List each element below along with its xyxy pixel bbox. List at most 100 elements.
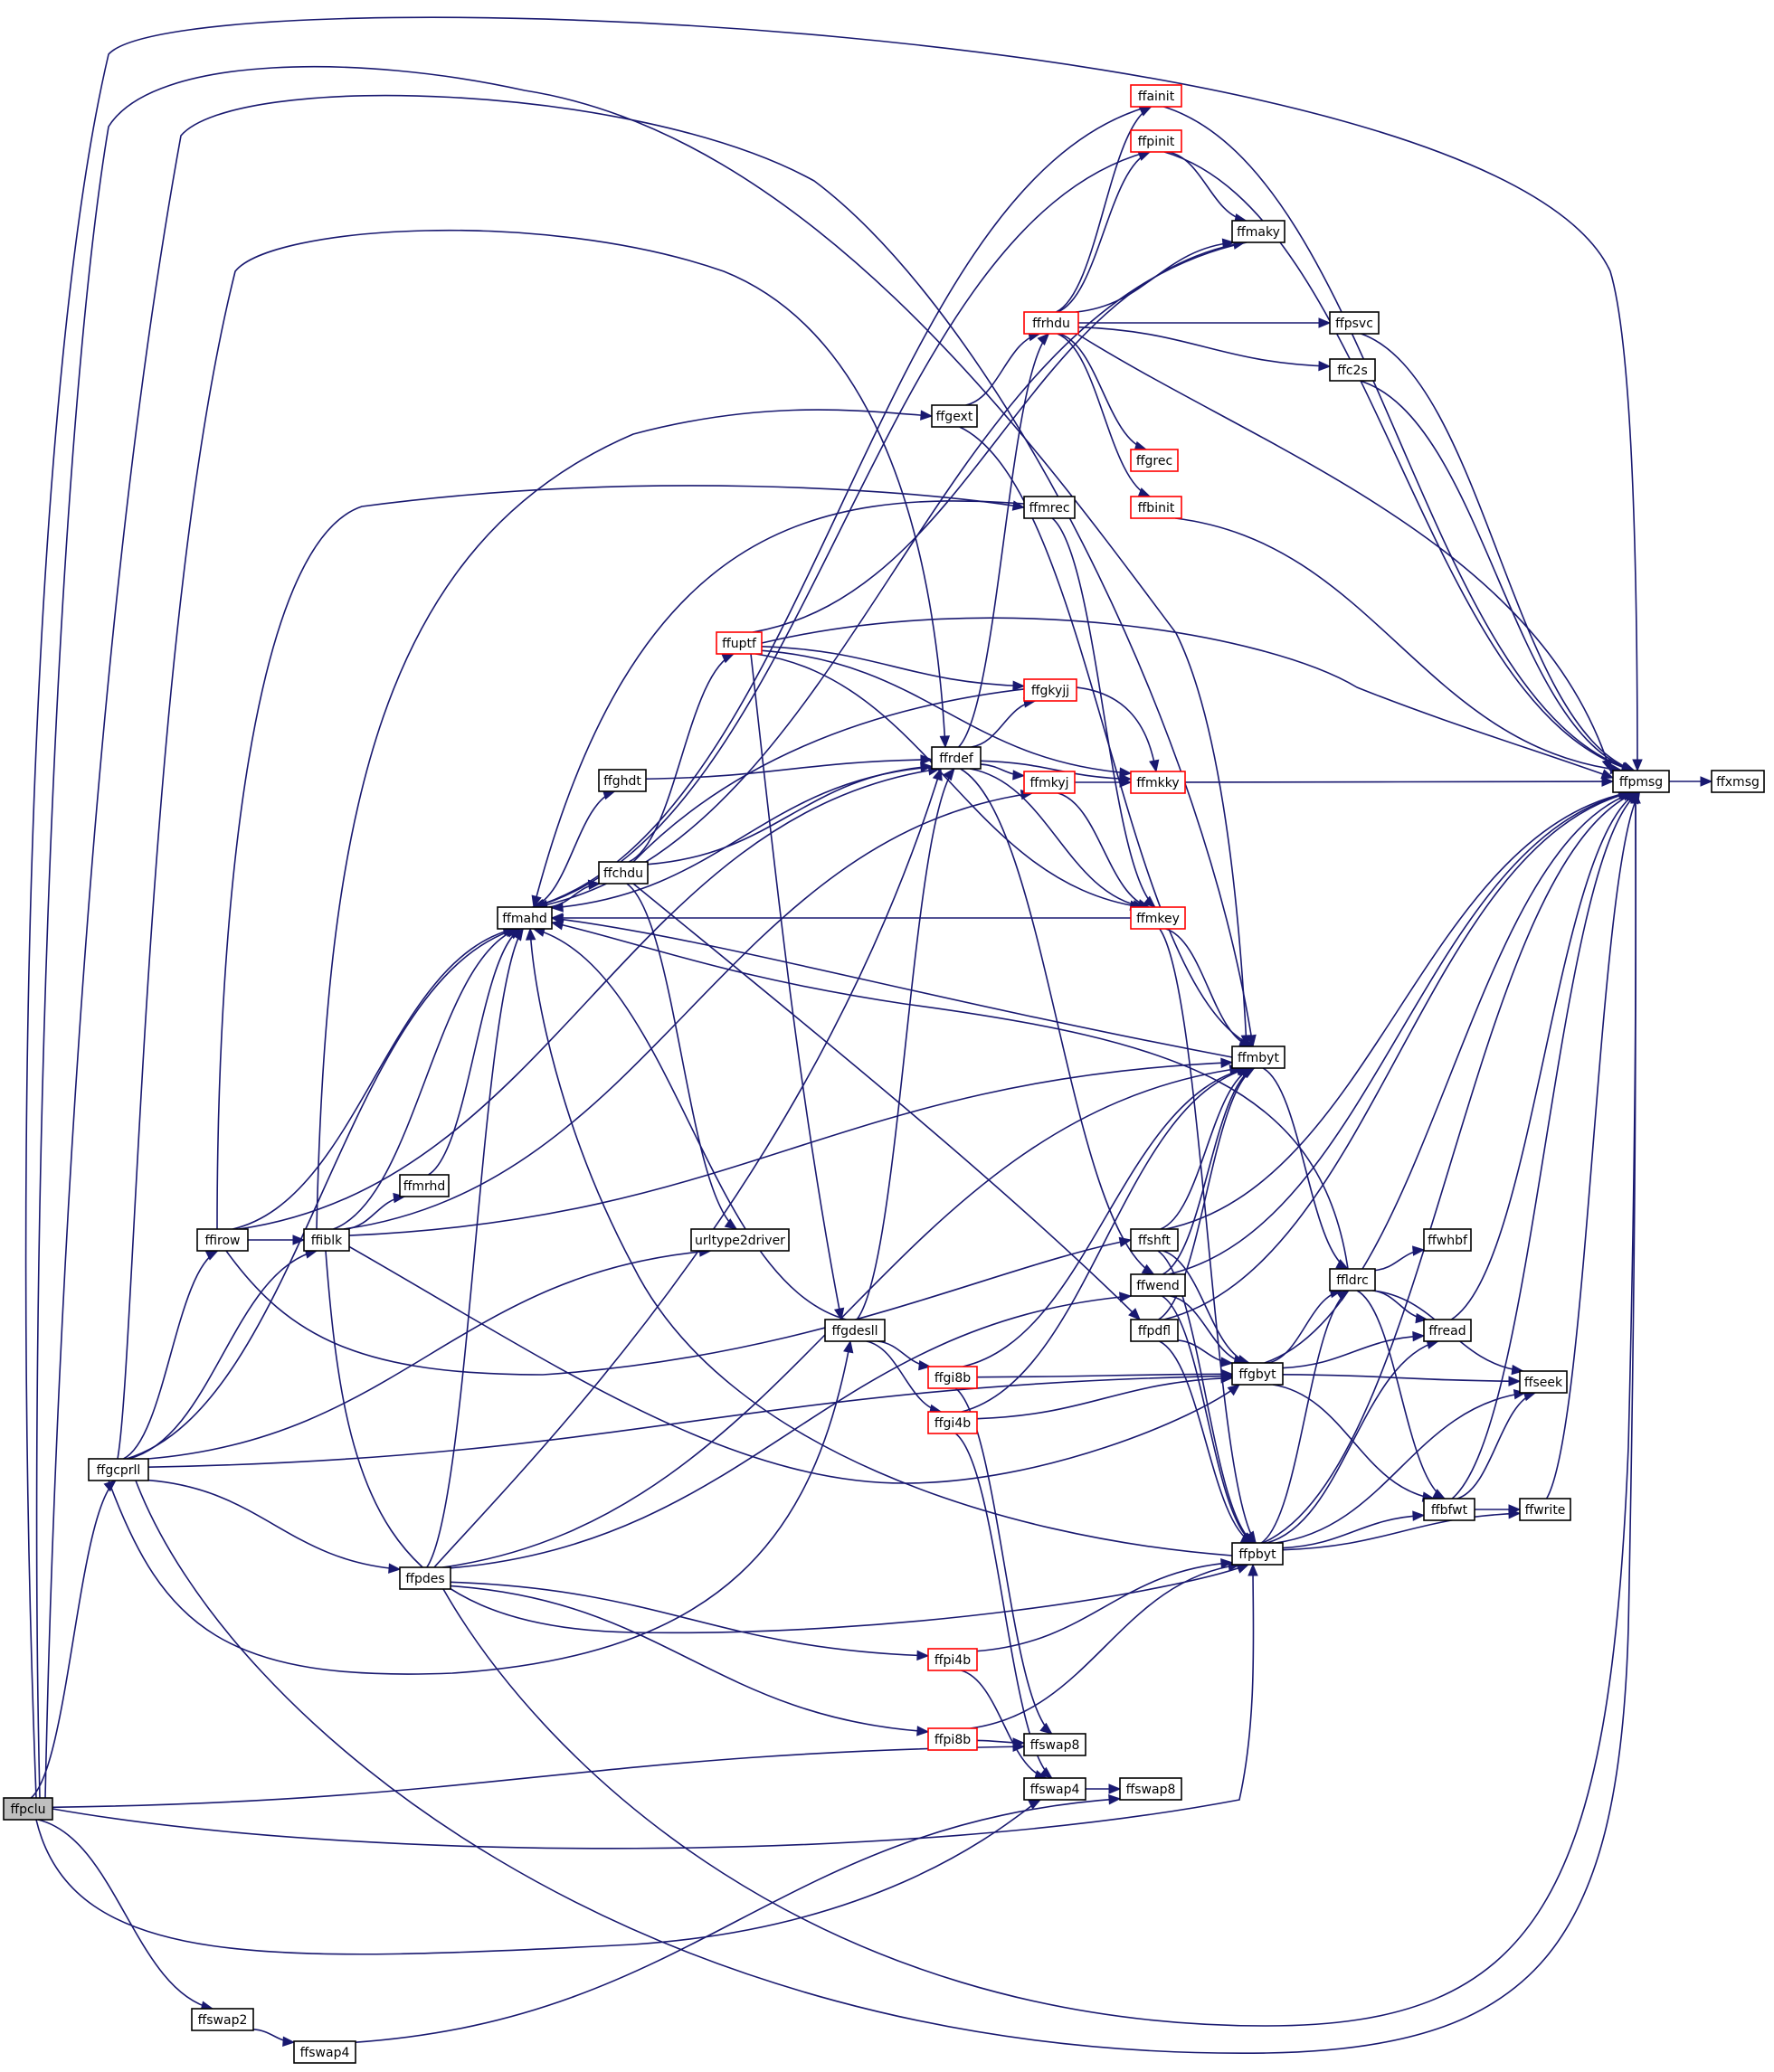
node-box — [3, 1797, 53, 1821]
node-ffgi4b[interactable]: ffgi4b — [927, 1411, 978, 1434]
edge-line — [355, 1798, 1121, 2043]
node-ffgext[interactable]: ffgext — [931, 404, 978, 428]
node-ffmaky[interactable]: ffmaky — [1231, 220, 1285, 243]
edge-arrowhead — [724, 1218, 738, 1230]
node-label: ffxmsg — [1716, 775, 1760, 790]
edge-ffpdes-to-ffmahd — [426, 927, 524, 1568]
node-ffgcprll[interactable]: ffgcprll — [88, 1458, 149, 1481]
node-box — [1023, 311, 1079, 335]
node-ffrhdu[interactable]: ffrhdu — [1023, 311, 1079, 335]
node-ffmrec[interactable]: ffmrec — [1023, 496, 1076, 519]
edge-line — [117, 229, 946, 1460]
node-ffmkyj[interactable]: ffmkyj — [1023, 771, 1076, 794]
node-ffwend[interactable]: ffwend — [1130, 1273, 1186, 1297]
edge-ffgi4b-to-ffgbyt — [976, 1373, 1234, 1420]
node-label: ffmkey — [1136, 912, 1180, 926]
node-box — [1130, 84, 1182, 108]
node-ffpinit[interactable]: ffpinit — [1130, 129, 1182, 153]
edge-line — [1056, 106, 1152, 313]
node-label: ffpi4b — [934, 1653, 971, 1668]
edge-ffrdef-to-ffmkyj — [980, 763, 1026, 781]
edge-line — [1356, 1290, 1446, 1500]
node-box — [1023, 771, 1076, 794]
node-label: ffwrite — [1525, 1503, 1566, 1518]
edge-ffgcprll-to-ffmahd — [126, 927, 518, 1460]
node-ffpbyt[interactable]: ffpbyt — [1231, 1542, 1284, 1566]
edge-line — [1282, 1512, 1521, 1551]
edge-arrowhead — [920, 410, 934, 421]
node-ffmrhd[interactable]: ffmrhd — [399, 1174, 450, 1197]
edge-line — [1057, 333, 1151, 497]
edge-ffswap4_b-to-ffswap8_b — [1086, 1783, 1122, 1794]
edge-line — [969, 768, 1145, 908]
node-ffmbyt[interactable]: ffmbyt — [1231, 1045, 1285, 1069]
edge-line — [980, 760, 1132, 781]
edge-ffmrhd-to-ffmahd — [428, 928, 522, 1176]
node-ffpclu[interactable]: ffpclu — [3, 1797, 53, 1821]
node-ffirow[interactable]: ffirow — [196, 1228, 249, 1252]
edge-line — [1160, 1067, 1253, 1230]
node-urltype2driver[interactable]: urltype2driver — [690, 1228, 790, 1252]
node-ffiblk[interactable]: ffiblk — [303, 1228, 350, 1252]
node-ffpi4b[interactable]: ffpi4b — [927, 1648, 978, 1671]
node-ffgkyjj[interactable]: ffgkyjj — [1023, 678, 1077, 702]
node-ffswap4-a[interactable]: ffswap4 — [293, 2040, 356, 2064]
node-ffpdfl[interactable]: ffpdfl — [1130, 1319, 1179, 1342]
node-ffshft[interactable]: ffshft — [1130, 1228, 1179, 1252]
node-ffswap8-a[interactable]: ffswap8 — [1023, 1733, 1086, 1756]
node-ffgi8b[interactable]: ffgi8b — [927, 1366, 978, 1389]
node-ffldrc[interactable]: ffldrc — [1329, 1268, 1376, 1291]
node-ffpdes[interactable]: ffpdes — [399, 1566, 451, 1590]
node-ffseek[interactable]: ffseek — [1519, 1370, 1568, 1394]
node-ffmkey[interactable]: ffmkey — [1130, 906, 1186, 930]
node-ffread[interactable]: ffread — [1423, 1319, 1472, 1342]
node-ffpi8b[interactable]: ffpi8b — [927, 1727, 978, 1751]
edge-line — [450, 1585, 929, 1733]
edge-ffmaky-to-ffmahd — [535, 241, 1247, 911]
node-ffwrite[interactable]: ffwrite — [1519, 1498, 1571, 1521]
edge-ffrhdu-to-ffbinit — [1057, 333, 1152, 497]
edge-line — [1262, 1067, 1349, 1270]
edge-line — [1077, 334, 1611, 771]
node-ffswap4-b[interactable]: ffswap4 — [1023, 1777, 1086, 1801]
node-box — [931, 404, 978, 428]
edge-arrowhead — [918, 1359, 932, 1371]
node-ffuptf[interactable]: ffuptf — [716, 631, 763, 655]
edge-arrowhead — [1601, 776, 1615, 787]
node-ffpsvc[interactable]: ffpsvc — [1329, 311, 1380, 335]
edge-line — [232, 928, 515, 1230]
node-ffswap8-b[interactable]: ffswap8 — [1119, 1777, 1182, 1801]
node-ffmahd[interactable]: ffmahd — [497, 906, 553, 930]
edge-line — [1264, 791, 1635, 1364]
edge-ffgcprll-to-ffpdes — [147, 1479, 402, 1574]
node-ffgbyt[interactable]: ffgbyt — [1231, 1362, 1284, 1386]
edge-line — [965, 333, 1040, 406]
node-label: urltype2driver — [695, 1234, 785, 1248]
node-ffswap2[interactable]: ffswap2 — [191, 2008, 254, 2031]
node-ffpmsg[interactable]: ffpmsg — [1612, 770, 1670, 793]
node-ffchdu[interactable]: ffchdu — [598, 861, 649, 885]
edge-line — [551, 922, 1349, 1270]
edge-ffmkyj-to-ffmkky — [1074, 777, 1133, 788]
edge-line — [147, 1250, 711, 1460]
node-ffainit[interactable]: ffainit — [1130, 84, 1182, 108]
node-ffxmsg[interactable]: ffxmsg — [1711, 770, 1765, 793]
edge-ffbfwt-to-ffseek — [1456, 1391, 1537, 1500]
node-ffgdesll[interactable]: ffgdesll — [824, 1319, 886, 1342]
edge-arrowhead — [1227, 1384, 1241, 1396]
node-ffmkky[interactable]: ffmkky — [1130, 771, 1186, 794]
node-ffwhbf[interactable]: ffwhbf — [1423, 1228, 1472, 1252]
node-ffbfwt[interactable]: ffbfwt — [1423, 1498, 1475, 1521]
edge-ffainit-to-ffpmsg — [1163, 106, 1635, 772]
node-ffgrec[interactable]: ffgrec — [1130, 449, 1179, 472]
node-ffbinit[interactable]: ffbinit — [1130, 496, 1182, 519]
node-ffghdt[interactable]: ffghdt — [598, 769, 647, 792]
edge-arrowhead — [1108, 1793, 1122, 1805]
edge-line — [1058, 333, 1147, 450]
edge-line — [442, 791, 1636, 2027]
node-ffrdef[interactable]: ffrdef — [931, 746, 982, 770]
node-label: ffirow — [205, 1234, 241, 1248]
node-ffc2s[interactable]: ffc2s — [1329, 358, 1376, 382]
edge-arrowhead — [939, 735, 951, 749]
edge-ffldrc-to-ffmahd — [550, 920, 1349, 1270]
